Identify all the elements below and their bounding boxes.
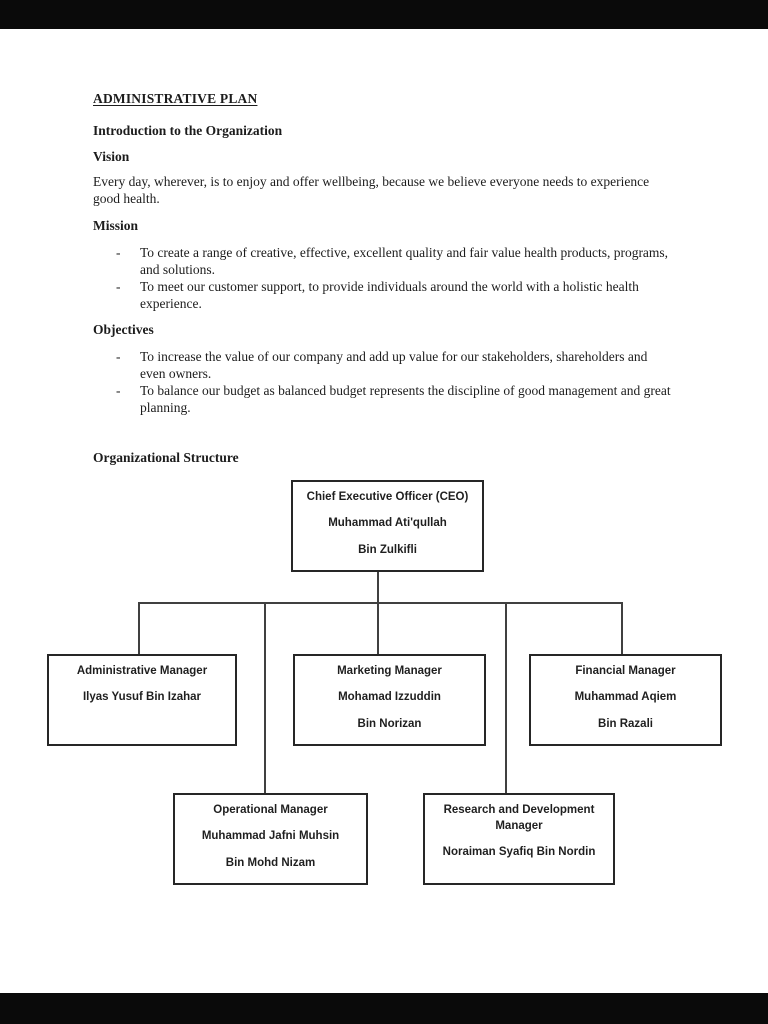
org-chart: Chief Executive Officer (CEO) Muhammad A…	[0, 480, 768, 886]
org-node-name: Bin Zulkifli	[358, 544, 417, 556]
intro-heading: Introduction to the Organization	[93, 123, 283, 138]
org-node-name: Muhammad Aqiem	[574, 691, 677, 703]
list-item-text: To increase the value of our company and…	[140, 349, 648, 381]
list-item-text: To balance our budget as balanced budget…	[140, 383, 671, 415]
org-node-name: Bin Mohd Nizam	[225, 857, 316, 869]
connector-admin-drop	[138, 603, 140, 654]
connector-operational-drop	[264, 603, 266, 793]
document-title: ADMINISTRATIVE PLAN	[93, 91, 258, 106]
org-node-title: Operational Manager	[213, 804, 328, 816]
connector-ceo-drop	[377, 572, 379, 604]
list-item-text: To create a range of creative, effective…	[140, 245, 669, 277]
mission-heading: Mission	[93, 218, 139, 233]
org-node-title: Marketing Manager	[337, 665, 442, 677]
org-node-ceo: Chief Executive Officer (CEO) Muhammad A…	[291, 480, 484, 572]
letterbox-top-bar	[0, 0, 768, 29]
org-structure-heading: Organizational Structure	[93, 450, 239, 465]
org-node-operational-manager: Operational Manager Muhammad Jafni Muhsi…	[173, 793, 368, 885]
connector-marketing-drop	[377, 603, 379, 654]
list-item-text: To meet our customer support, to provide…	[140, 279, 639, 311]
connector-financial-drop	[621, 603, 623, 654]
letterbox-bottom-bar	[0, 993, 768, 1024]
org-node-title: Financial Manager	[575, 665, 676, 677]
org-node-financial-manager: Financial Manager Muhammad Aqiem Bin Raz…	[529, 654, 722, 746]
bullet-dash: -	[116, 245, 121, 260]
connector-horizontal-bus	[138, 602, 623, 604]
org-node-title: Chief Executive Officer (CEO)	[306, 491, 469, 503]
document-page: ADMINISTRATIVE PLAN Introduction to the …	[0, 29, 768, 993]
list-item: - To create a range of creative, effecti…	[93, 244, 675, 278]
org-node-name: Muhammad Jafni Muhsin	[201, 830, 340, 842]
org-node-name: Bin Norizan	[357, 718, 422, 730]
document-text-content: ADMINISTRATIVE PLAN Introduction to the …	[93, 90, 675, 466]
org-node-research-development-manager: Research and Development Manager Noraima…	[423, 793, 615, 885]
org-node-administrative-manager: Administrative Manager Ilyas Yusuf Bin I…	[47, 654, 237, 746]
bullet-dash: -	[116, 279, 121, 294]
org-node-marketing-manager: Marketing Manager Mohamad Izzuddin Bin N…	[293, 654, 486, 746]
org-node-name: Noraiman Syafiq Bin Nordin	[442, 846, 596, 858]
list-item: - To meet our customer support, to provi…	[93, 278, 675, 312]
bullet-dash: -	[116, 349, 121, 364]
org-node-name: Muhammad Ati'qullah	[328, 517, 447, 529]
org-node-name: Mohamad Izzuddin	[338, 691, 441, 703]
mission-list: - To create a range of creative, effecti…	[93, 244, 675, 312]
list-item: - To increase the value of our company a…	[93, 348, 675, 382]
org-node-name: Bin Razali	[598, 718, 653, 730]
objectives-list: - To increase the value of our company a…	[93, 348, 675, 416]
list-item: - To balance our budget as balanced budg…	[93, 382, 675, 416]
org-node-name: Ilyas Yusuf Bin Izahar	[82, 691, 202, 703]
org-node-title: Research and Development Manager	[443, 804, 595, 832]
bullet-dash: -	[116, 383, 121, 398]
objectives-heading: Objectives	[93, 322, 154, 337]
connector-rnd-drop	[505, 603, 507, 793]
vision-paragraph: Every day, wherever, is to enjoy and off…	[93, 174, 650, 206]
vision-heading: Vision	[93, 149, 130, 164]
org-node-title: Administrative Manager	[76, 665, 208, 677]
